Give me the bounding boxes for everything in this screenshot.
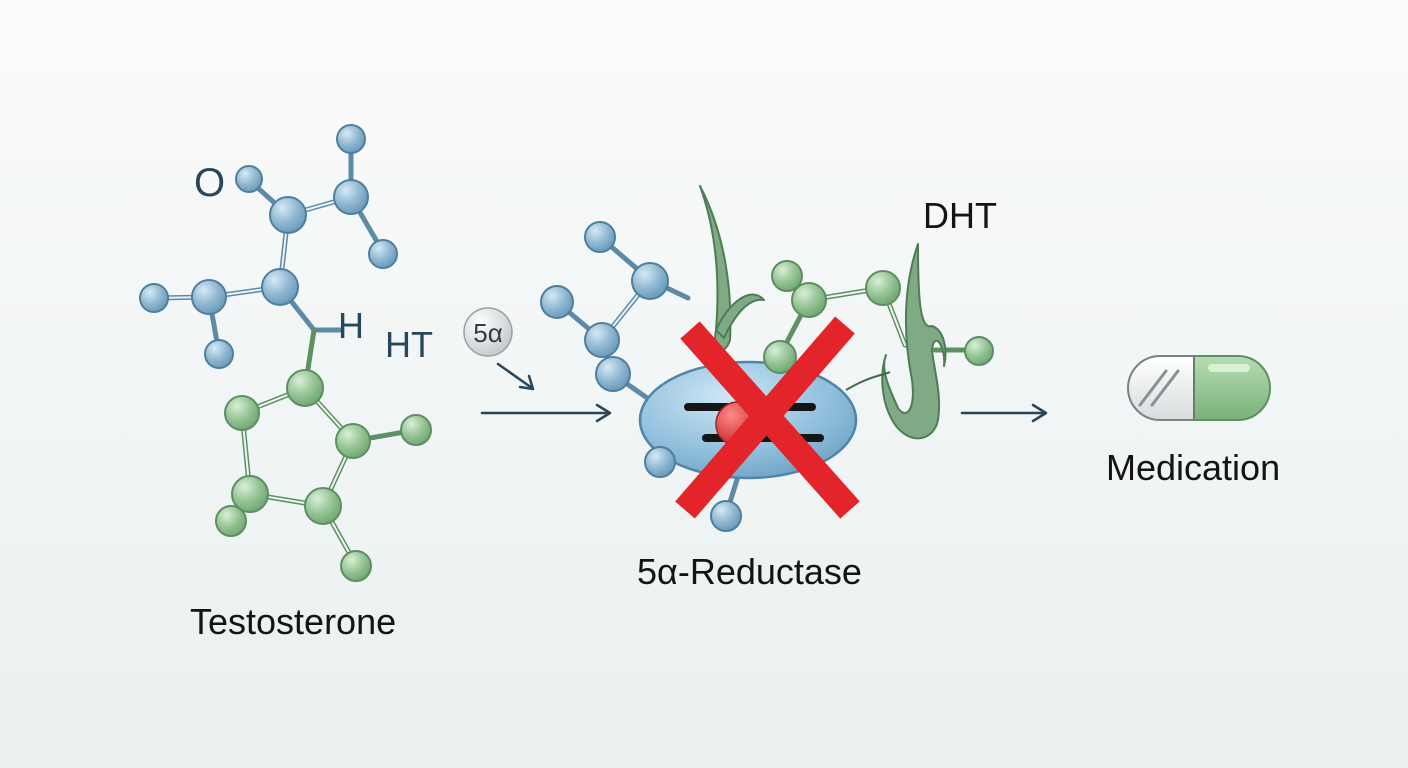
dht-label: DHT xyxy=(923,195,997,236)
testosterone-blue-atoms xyxy=(139,124,398,369)
testosterone-green-atoms xyxy=(215,369,432,582)
atom-h-label: H xyxy=(338,305,364,346)
red-x-block-icon xyxy=(675,316,860,519)
medication-arrow-icon xyxy=(960,403,1048,423)
testosterone-label: Testosterone xyxy=(190,601,396,642)
testosterone-green-bonds xyxy=(228,327,419,568)
capsule-pill-icon xyxy=(1127,355,1271,421)
medication-label: Medication xyxy=(1106,447,1280,488)
atom-o-label: O xyxy=(194,161,225,205)
enzyme-badge-icon: 5α xyxy=(463,307,513,357)
enzyme-cluster xyxy=(540,185,994,532)
enzyme-label: 5α-Reductase xyxy=(637,551,862,592)
testosterone-molecule: O H xyxy=(139,124,432,582)
ht-label: HT xyxy=(385,324,433,365)
hair-follicle-icon xyxy=(845,243,947,440)
badge-label: 5α xyxy=(473,318,503,348)
reaction-arrow-icon xyxy=(480,362,612,423)
